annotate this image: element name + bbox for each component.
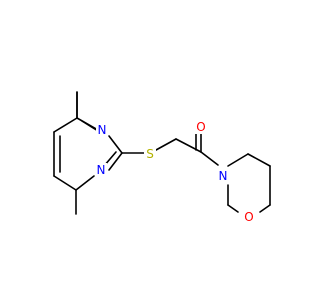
atom-label-n-ring-bottom: N bbox=[97, 163, 106, 177]
bond bbox=[175, 138, 202, 153]
bond bbox=[108, 135, 123, 154]
atom-label-s-thioether: S bbox=[146, 147, 154, 161]
bond bbox=[247, 153, 271, 167]
atom-label-n-ring-top: N bbox=[98, 123, 107, 137]
bond bbox=[259, 204, 271, 213]
bond bbox=[227, 153, 249, 167]
bond bbox=[108, 152, 123, 171]
molecule-canvas: N N S O N O bbox=[53, 91, 271, 224]
atom-label-o-morpholine: O bbox=[244, 210, 253, 224]
molecule-structure: N N S O N O bbox=[53, 91, 271, 224]
bond bbox=[200, 151, 219, 166]
atom-label-bg bbox=[243, 210, 255, 224]
bond bbox=[53, 175, 77, 191]
atom-label-bg bbox=[144, 147, 156, 161]
bond bbox=[53, 117, 78, 133]
atom-label-o-carbonyl: O bbox=[196, 120, 205, 134]
bond bbox=[227, 204, 239, 213]
bond bbox=[155, 138, 177, 151]
atom-label-n-morpholine: N bbox=[219, 169, 228, 183]
atom-label-bg bbox=[96, 123, 108, 137]
atom-label-bg bbox=[95, 163, 107, 177]
bond bbox=[81, 120, 99, 132]
bond bbox=[75, 175, 95, 191]
atom-label-bg bbox=[195, 120, 207, 134]
atom-label-bg bbox=[217, 169, 229, 183]
atom-labels: N N S O N O bbox=[95, 120, 255, 224]
